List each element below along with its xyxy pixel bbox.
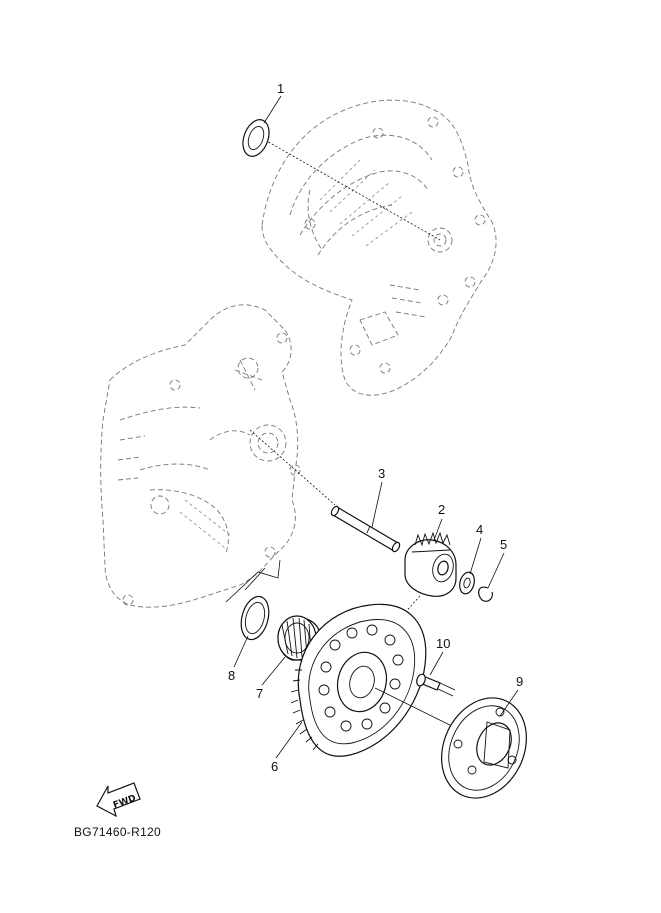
thrust-washer — [240, 595, 270, 641]
shaft-axis-line — [249, 429, 336, 506]
diagram-code: BG71460-R120 — [74, 825, 161, 839]
fwd-arrow-icon: FWD — [96, 782, 141, 818]
callout-labels: 1 2 3 4 5 6 7 8 9 10 — [228, 81, 523, 774]
cover-axis-line — [264, 139, 441, 241]
oil-seal — [242, 119, 270, 157]
crankcase-cover-outline — [261, 99, 497, 396]
starter-wheel-gear — [290, 603, 427, 757]
callout-4: 4 — [476, 522, 483, 537]
idler-shaft — [330, 505, 401, 553]
callout-6: 6 — [271, 759, 278, 774]
callout-2: 2 — [438, 502, 445, 517]
leader-lines — [225, 95, 519, 759]
one-way-clutch — [441, 697, 527, 799]
crankcase-outline — [100, 304, 301, 608]
callout-8: 8 — [228, 668, 235, 683]
callout-9: 9 — [516, 674, 523, 689]
washer — [459, 571, 475, 595]
idler-gear — [404, 531, 457, 597]
bolt — [416, 673, 456, 697]
callout-3: 3 — [378, 466, 385, 481]
callout-7: 7 — [256, 686, 263, 701]
callout-5: 5 — [500, 537, 507, 552]
circlip — [478, 586, 493, 602]
callout-1: 1 — [277, 81, 284, 96]
callout-10: 10 — [436, 636, 450, 651]
